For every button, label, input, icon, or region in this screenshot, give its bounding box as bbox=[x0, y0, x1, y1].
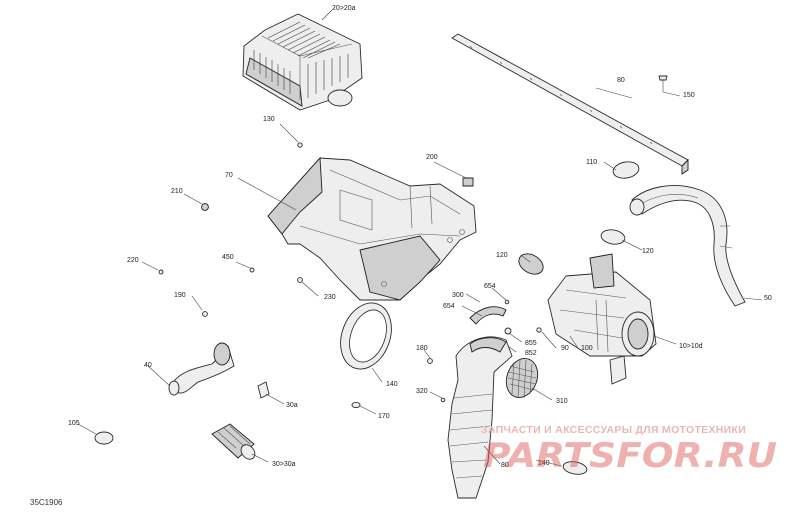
callout-120-right: 120 bbox=[642, 248, 654, 255]
fastener-450 bbox=[249, 267, 255, 273]
callout-220: 220 bbox=[127, 257, 139, 264]
small-clamps bbox=[94, 431, 588, 475]
callout-310: 310 bbox=[556, 398, 568, 405]
watermark-logo: PARTSFOR.RU bbox=[483, 437, 777, 471]
fastener-170 bbox=[351, 401, 361, 409]
callout-90: 90 bbox=[561, 345, 569, 352]
clamp-ring-140 bbox=[340, 302, 392, 370]
callout-100: 100 bbox=[581, 345, 593, 352]
callout-80-rail: 80 bbox=[617, 77, 625, 84]
callout-150: 150 bbox=[683, 92, 695, 99]
clamp-110 bbox=[612, 161, 640, 179]
fastener-320 bbox=[440, 397, 446, 403]
fitting-30a bbox=[257, 381, 270, 399]
intercooler bbox=[242, 13, 363, 111]
callout-180: 180 bbox=[416, 345, 428, 352]
callout-320: 320 bbox=[416, 388, 428, 395]
mesh-screen-310 bbox=[505, 358, 539, 399]
screw-150 bbox=[658, 75, 668, 92]
callout-20-20a: 20>20a bbox=[332, 5, 356, 12]
callout-450: 450 bbox=[222, 254, 234, 261]
callout-110: 110 bbox=[586, 159, 597, 166]
callout-80-duct: 80 bbox=[501, 462, 509, 469]
seal-300 bbox=[469, 306, 507, 325]
callout-654-top: 654 bbox=[484, 283, 496, 290]
callout-105: 105 bbox=[68, 420, 80, 427]
callout-170: 170 bbox=[378, 413, 390, 420]
fastener-210 bbox=[201, 203, 209, 211]
fastener-220 bbox=[158, 269, 164, 275]
callout-30-30a: 30>30a bbox=[272, 461, 296, 468]
diagram-reference-code: 35C1906 bbox=[30, 498, 63, 507]
clamp-105 bbox=[94, 431, 114, 445]
watermark-tagline: ЗАПЧАСТИ И АКСЕССУАРЫ ДЛЯ МОТОТЕХНИКИ bbox=[481, 424, 747, 436]
fastener-230 bbox=[297, 277, 303, 283]
callout-200: 200 bbox=[426, 154, 438, 161]
callout-30a: 30a bbox=[286, 402, 298, 409]
callout-140-clamp: 140 bbox=[538, 460, 550, 467]
callout-130: 130 bbox=[263, 116, 275, 123]
clamps bbox=[518, 161, 640, 275]
callout-300: 300 bbox=[452, 292, 464, 299]
callout-210: 210 bbox=[171, 188, 183, 195]
support-rail bbox=[451, 33, 689, 175]
watermark-logo-text: PARTSFOR.RU bbox=[483, 437, 777, 471]
callout-852: 852 bbox=[525, 350, 537, 357]
fastener-855 bbox=[504, 327, 512, 335]
fastener-190 bbox=[202, 311, 208, 317]
fastener-654a bbox=[504, 299, 510, 305]
elbow-hose-40 bbox=[168, 342, 235, 396]
outlet-hose bbox=[629, 185, 746, 307]
callout-70: 70 bbox=[225, 172, 233, 179]
fastener-90 bbox=[536, 327, 542, 333]
callout-190: 190 bbox=[174, 292, 186, 299]
clamp-120a bbox=[518, 253, 544, 275]
coupling-sleeve bbox=[211, 423, 256, 460]
callout-120-left: 120 bbox=[496, 252, 508, 259]
air-filter-housing bbox=[547, 253, 657, 385]
callout-654-bottom: 654 bbox=[443, 303, 455, 310]
fastener-130 bbox=[297, 142, 303, 148]
leader-lines bbox=[77, 9, 763, 467]
inlet-duct bbox=[447, 336, 513, 499]
fastener-200 bbox=[462, 177, 474, 187]
callout-50: 50 bbox=[764, 295, 772, 302]
callout-140-ring: 140 bbox=[386, 381, 398, 388]
callout-labels: 20>20a 80 150 130 110 200 70 210 120 120… bbox=[68, 5, 772, 469]
fastener-180 bbox=[427, 358, 433, 364]
intercooler-fins bbox=[253, 21, 349, 98]
mounting-bracket bbox=[267, 156, 477, 301]
callout-10-10d: 10>10d bbox=[679, 343, 703, 350]
clamp-140b bbox=[562, 461, 588, 475]
callout-40: 40 bbox=[144, 362, 152, 369]
callout-230: 230 bbox=[324, 294, 336, 301]
callout-855: 855 bbox=[525, 340, 537, 347]
clamp-120b bbox=[600, 229, 626, 245]
